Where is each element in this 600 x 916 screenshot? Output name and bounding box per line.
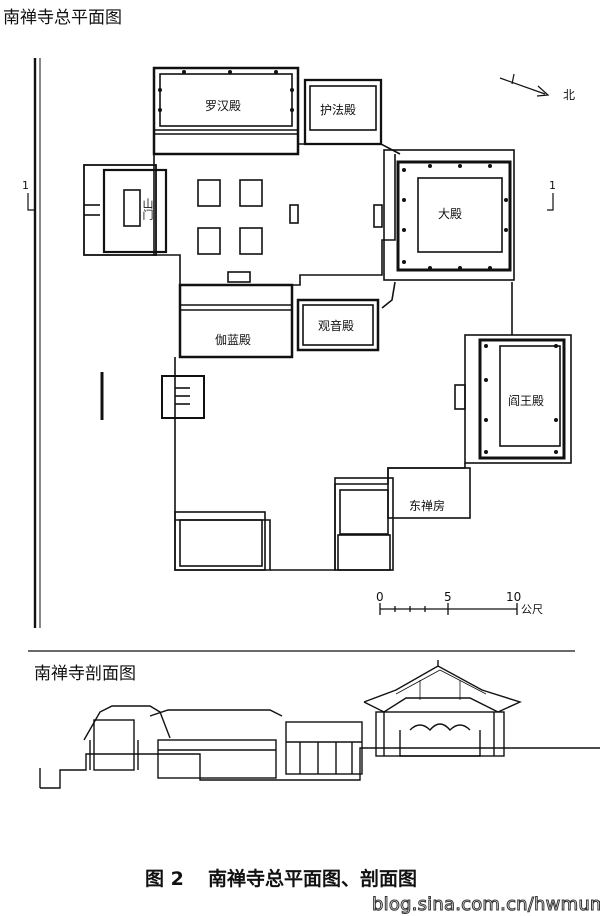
- scale-tick-10: 10: [506, 590, 522, 604]
- label-hufa-hall: 护法殿: [320, 103, 357, 117]
- figure-number: 图 2: [145, 868, 184, 890]
- main-hall-platform: [383, 149, 515, 281]
- section-title: 南禅寺剖面图: [34, 664, 136, 684]
- section-mark-left: 1: [22, 179, 29, 192]
- scale-tick-5: 5: [444, 590, 452, 604]
- guanyin-hall: [296, 298, 380, 352]
- north-label: 北: [563, 88, 576, 102]
- dongchan-room: [334, 477, 394, 571]
- label-dongchan-room: 东禅房: [409, 499, 446, 513]
- plan-title: 南禅寺总平面图: [3, 8, 122, 28]
- label-shanmen-gate: 山门: [141, 198, 154, 220]
- label-qielan-hall: 伽蓝殿: [215, 333, 252, 347]
- label-guanyin-hall: 观音殿: [318, 319, 355, 333]
- label-luohan-hall: 罗汉殿: [205, 99, 242, 113]
- label-yanwang-hall: 阎王殿: [508, 394, 545, 408]
- scale-tick-0: 0: [376, 590, 384, 604]
- figure-caption: 南禅寺总平面图、剖面图: [208, 868, 418, 890]
- section-mark-right: 1: [549, 179, 556, 192]
- scale-unit: 公尺: [521, 603, 543, 616]
- qielan-hall: [178, 283, 294, 359]
- shanmen-gate: [83, 164, 157, 256]
- label-main-hall: 大殿: [438, 207, 463, 221]
- watermark: blog.sina.com.cn/hwmumu: [371, 894, 600, 916]
- main-hall: [396, 160, 512, 272]
- side-gate: [161, 375, 205, 419]
